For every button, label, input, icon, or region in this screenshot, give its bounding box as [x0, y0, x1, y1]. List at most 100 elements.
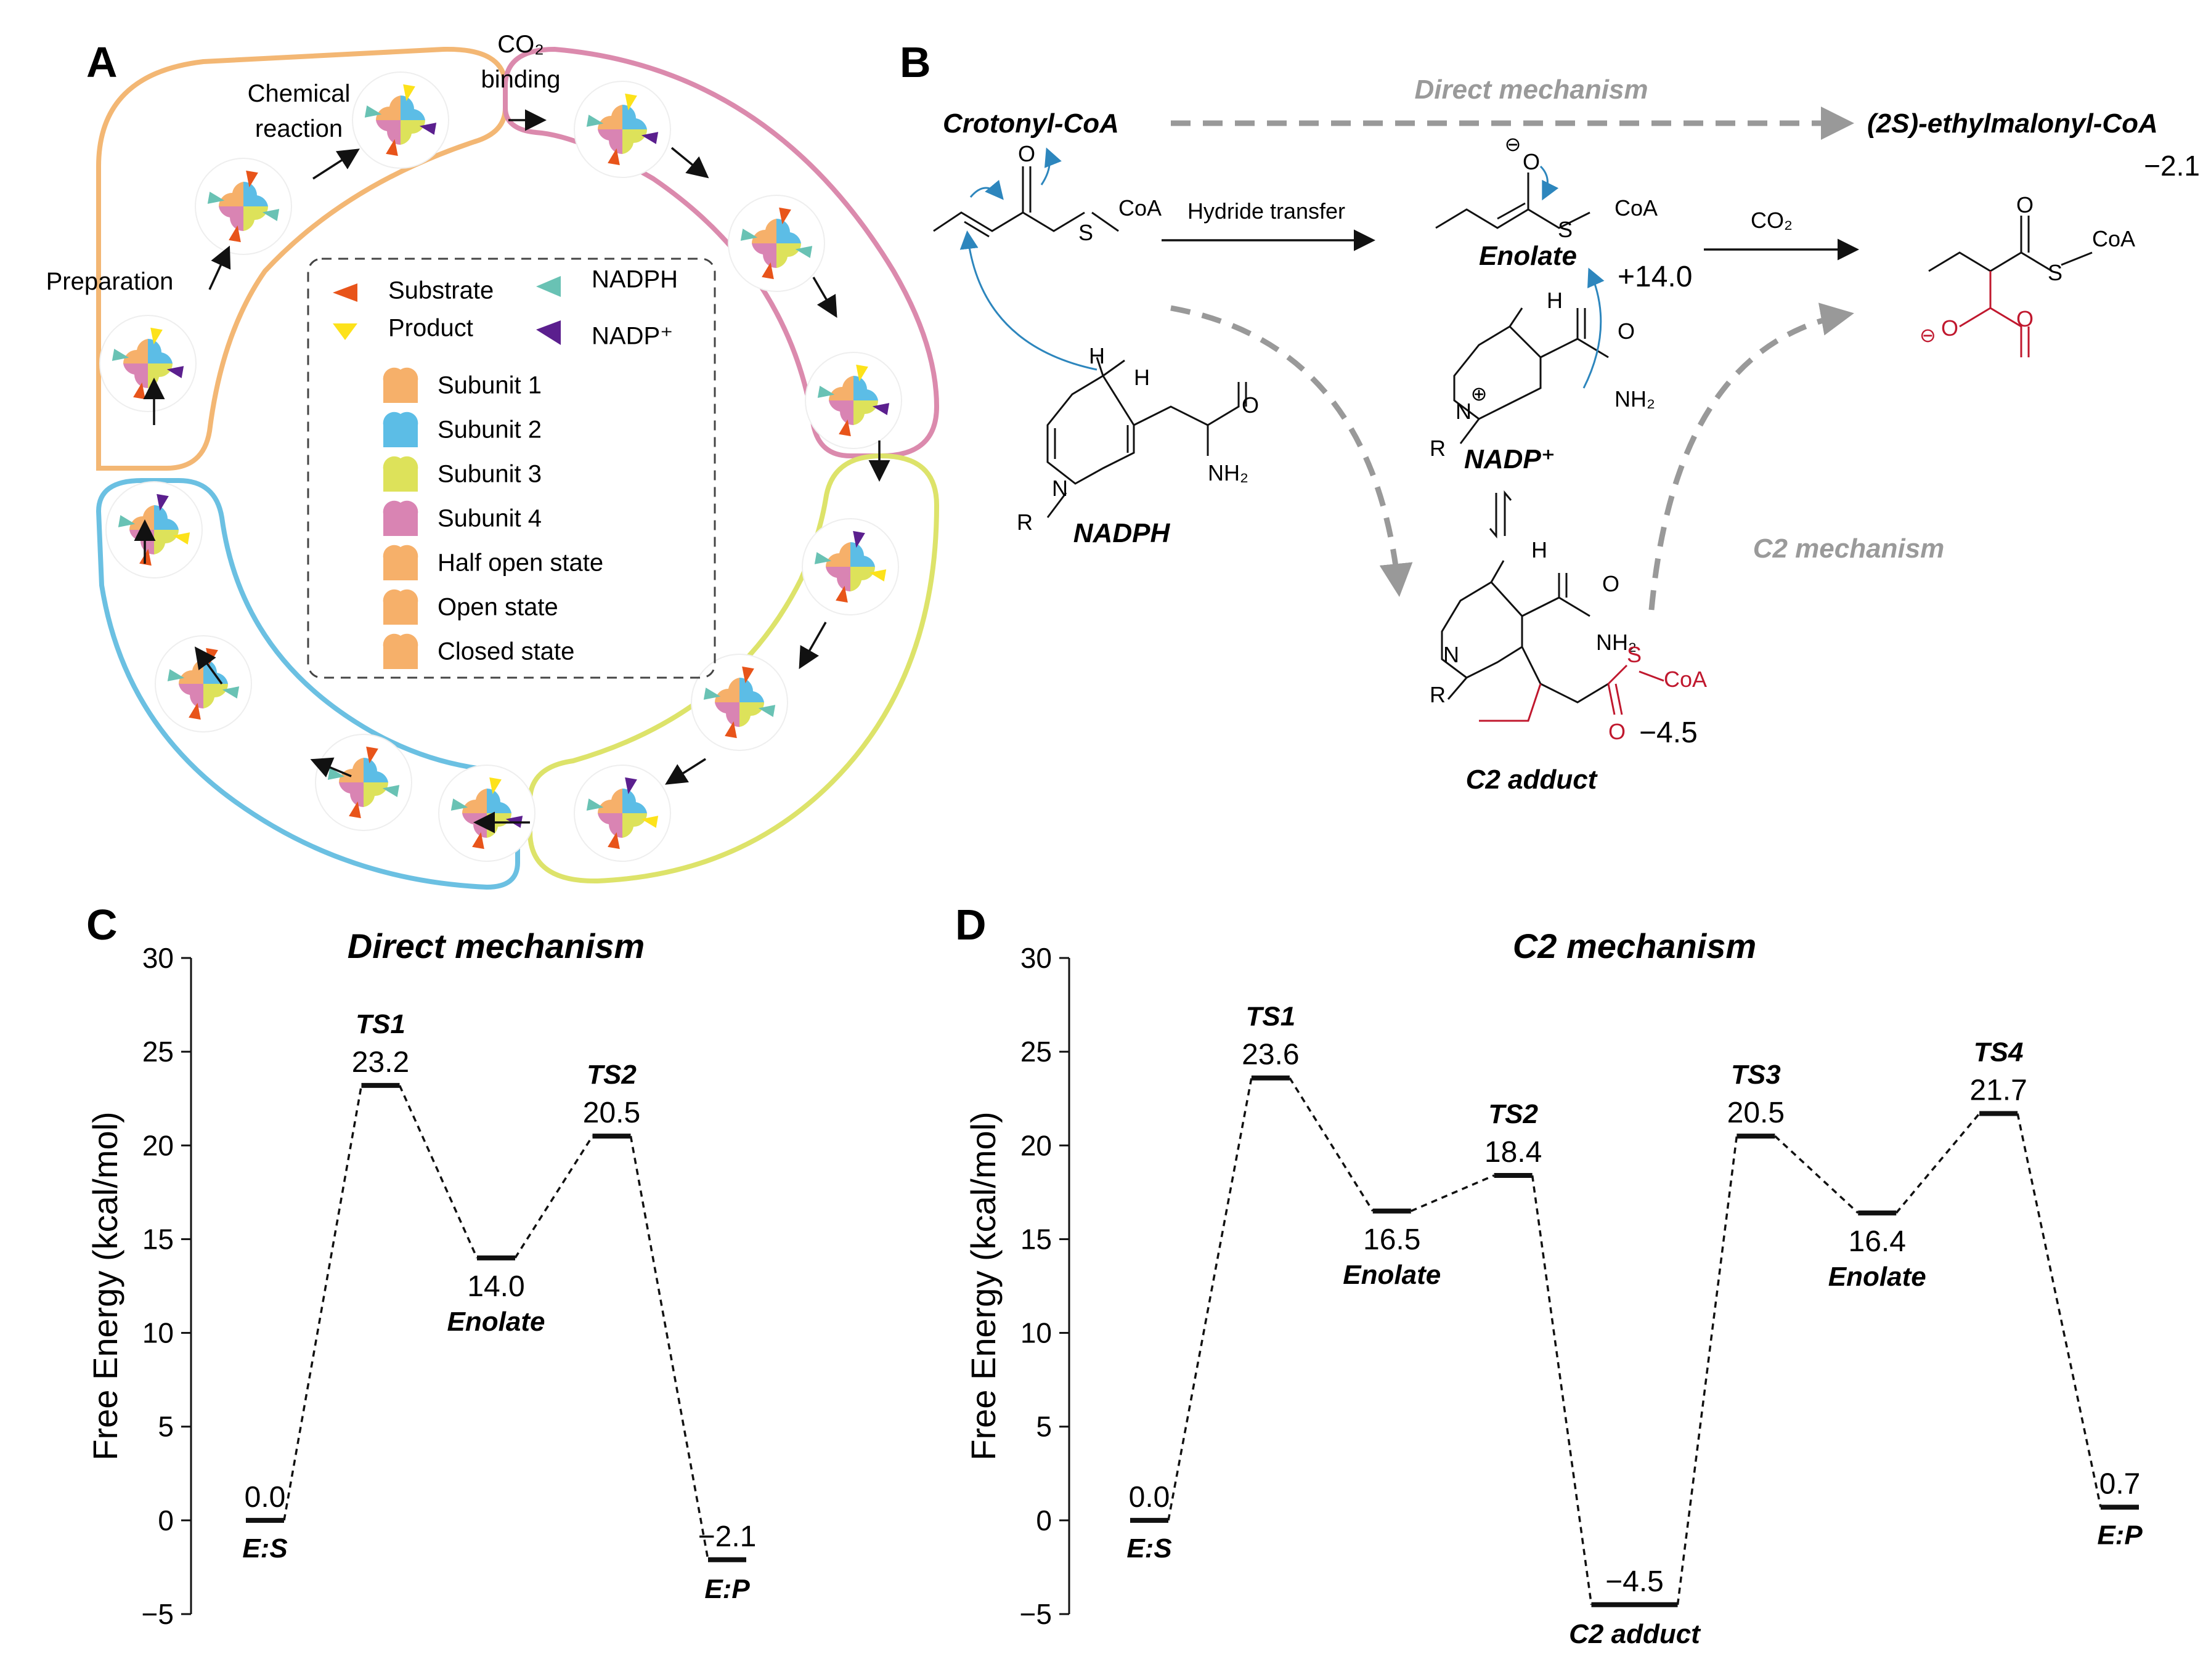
ligand-wedge: [742, 666, 754, 684]
atom-nh2: NH₂: [1208, 460, 1248, 485]
cycle-arrow: [194, 646, 223, 685]
nadp-icon: [536, 320, 561, 345]
legend: Substrate NADPH Product NADP⁺ Subunit 1 …: [307, 258, 716, 679]
enolate-label: Enolate: [1479, 241, 1577, 271]
enolate-structure: [1435, 172, 1590, 229]
subunit-petal: [243, 182, 268, 206]
atom-h: H: [1531, 537, 1547, 562]
electron-arrow: [1040, 147, 1062, 185]
cycle-arrow: [670, 147, 709, 179]
legend-subunit-icon: [383, 545, 418, 580]
legend-subunit-1: Subunit 1: [438, 372, 542, 399]
ligand-wedge: [150, 327, 163, 345]
enolate-energy: +14.0: [1618, 261, 1692, 293]
value-label: −4.5: [1605, 1565, 1664, 1598]
atom-o: O: [1608, 719, 1626, 744]
legend-subunit-3: Subunit 3: [438, 461, 542, 488]
atom-o: O: [1242, 392, 1259, 418]
enzyme-states: [99, 71, 902, 862]
y-tick-label: 10: [142, 1317, 174, 1349]
cycle-arrow: [208, 245, 231, 290]
y-tick-label: 15: [142, 1223, 174, 1255]
subunit-petal: [339, 782, 364, 807]
atom-h: H: [1134, 365, 1150, 390]
subunit-petal: [850, 567, 875, 591]
legend-nadp: NADP⁺: [592, 323, 673, 350]
value-label: 20.5: [583, 1097, 640, 1129]
y-tick-label: 20: [142, 1129, 174, 1161]
value-label: 23.6: [1242, 1039, 1299, 1071]
ligand-wedge: [112, 349, 129, 361]
value-label: 0.7: [2099, 1468, 2141, 1501]
ligand-wedge: [382, 785, 400, 797]
connector-line: [1411, 1174, 1495, 1212]
ligand-wedge: [740, 229, 758, 241]
co2-label: CO₂: [1751, 208, 1793, 233]
state-label: E:P: [2097, 1520, 2143, 1551]
y-tick-label: 30: [142, 942, 174, 974]
subunit-petal: [829, 376, 853, 400]
ligand-wedge: [795, 246, 813, 258]
legend-subunit-2: Subunit 2: [438, 416, 542, 444]
ligand-wedge: [262, 209, 280, 221]
nadph-icon: [536, 276, 561, 297]
cycle-arrow: [665, 758, 706, 785]
legend-subunit-icon: [383, 412, 418, 447]
atom-o: O: [1523, 149, 1540, 174]
ligand-wedge: [586, 798, 604, 811]
value-label: 18.4: [1484, 1136, 1542, 1169]
ligand-wedge: [157, 493, 169, 511]
c2-arrow-out: [1648, 302, 1854, 611]
enzyme-state: [728, 195, 825, 292]
nadp-label: NADP⁺: [1464, 444, 1555, 474]
ligand-wedge: [608, 148, 620, 166]
electron-arrow: [969, 179, 1004, 200]
subunit-petal: [622, 813, 647, 838]
cycle-arrow: [812, 277, 837, 319]
y-axis-label: Free Energy (kcal/mol): [86, 1111, 124, 1460]
atom-r: R: [1017, 509, 1033, 535]
plus-charge: ⊕: [1471, 383, 1488, 405]
atom-n: N: [1456, 399, 1472, 424]
value-label: 0.0: [245, 1481, 286, 1514]
value-label: 16.4: [1849, 1225, 1906, 1258]
subunit-petal: [829, 400, 853, 425]
connector-line: [514, 1135, 593, 1259]
atom-h: H: [1547, 288, 1563, 313]
subunit-petal: [622, 105, 647, 129]
enzyme-state: [438, 765, 535, 862]
ligand-wedge: [386, 139, 398, 156]
chart-title: Direct mechanism: [348, 927, 645, 965]
ligand-wedge: [349, 801, 361, 819]
ligand-wedge: [839, 419, 851, 437]
subunit-petal: [826, 567, 850, 591]
stage-label-preparation: Preparation: [46, 268, 174, 295]
ligand-wedge: [853, 530, 865, 548]
atom-coa: CoA: [2092, 226, 2135, 251]
ligand-wedge: [166, 366, 184, 378]
subunit-petal: [203, 684, 228, 708]
ligand-wedge: [641, 132, 659, 144]
atom-coa: CoA: [1614, 195, 1658, 221]
subunit-petal: [376, 95, 401, 120]
atom-nh2: NH₂: [1596, 630, 1637, 655]
connector-line: [629, 1135, 709, 1560]
state-label: E:S: [1126, 1533, 1171, 1564]
subunit-petal: [853, 400, 878, 425]
state-label: TS1: [1246, 1002, 1296, 1032]
atom-n: N: [1052, 476, 1068, 501]
value-label: 0.0: [1129, 1481, 1170, 1514]
connector-line: [1167, 1077, 1253, 1521]
crotonyl-coa-label: Crotonyl-CoA: [943, 108, 1119, 139]
ligand-wedge: [167, 669, 185, 681]
cycle-arrows: [134, 109, 890, 834]
atom-r: R: [1430, 436, 1446, 461]
enzyme-state: [105, 481, 203, 578]
y-tick-label: −5: [1020, 1598, 1052, 1630]
panel-label-d: D: [955, 901, 987, 949]
state-label: Enolate: [1343, 1260, 1441, 1290]
atom-s: S: [1078, 220, 1093, 245]
ethylmalonyl-label: (2S)-ethylmalonyl-CoA: [1867, 108, 2158, 139]
ligand-wedge: [364, 105, 382, 118]
stage-label-reaction: reaction: [255, 115, 343, 142]
